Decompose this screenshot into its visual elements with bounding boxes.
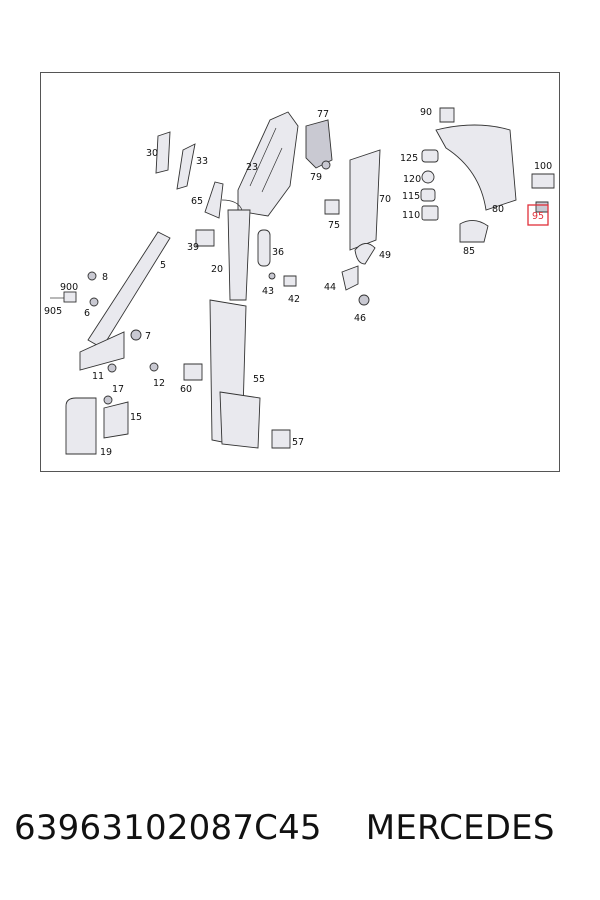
- part-100: [531, 173, 555, 189]
- part-115: [420, 188, 436, 202]
- callout-77: 77: [317, 109, 329, 120]
- part-90: [439, 107, 455, 123]
- callout-120: 120: [403, 174, 421, 185]
- part-55-panel: [219, 391, 261, 449]
- part-44: [341, 265, 359, 291]
- part-7: [130, 329, 142, 341]
- callout-900: 900: [60, 282, 78, 293]
- part-65-lead: [221, 199, 243, 211]
- callout-8: 8: [102, 272, 108, 283]
- part-39: [195, 229, 215, 247]
- part-number: 63963102087C45: [14, 808, 322, 848]
- part-79: [321, 160, 331, 170]
- callout-80: 80: [492, 204, 504, 215]
- part-110: [421, 205, 439, 221]
- callout-79: 79: [310, 172, 322, 183]
- part-23-inner: [249, 127, 283, 193]
- part-77: [305, 119, 333, 169]
- callout-20: 20: [211, 264, 223, 275]
- part-12: [149, 362, 159, 372]
- part-75: [324, 199, 340, 215]
- part-33: [176, 143, 196, 190]
- callout-57: 57: [292, 437, 304, 448]
- part-70: [349, 149, 381, 251]
- callout-70: 70: [379, 194, 391, 205]
- part-17: [103, 395, 113, 405]
- callout-100: 100: [534, 161, 552, 172]
- part-43: [268, 272, 276, 280]
- part-20: [227, 209, 251, 301]
- part-30: [155, 131, 171, 174]
- callout-60: 60: [180, 384, 192, 395]
- part-5: [87, 231, 171, 349]
- callout-6: 6: [84, 308, 90, 319]
- callout-5: 5: [160, 260, 166, 271]
- callout-15: 15: [130, 412, 142, 423]
- callout-46: 46: [354, 313, 366, 324]
- part-57: [271, 429, 291, 449]
- callout-23: 23: [246, 162, 258, 173]
- callout-905: 905: [44, 306, 62, 317]
- callout-90: 90: [420, 107, 432, 118]
- callout-95: 95: [532, 211, 544, 222]
- callout-65: 65: [191, 196, 203, 207]
- callout-115: 115: [402, 191, 420, 202]
- part-11: [107, 363, 117, 373]
- part-19: [65, 397, 97, 455]
- part-85: [459, 220, 489, 243]
- callout-36: 36: [272, 247, 284, 258]
- part-42: [283, 275, 297, 287]
- part-15: [103, 401, 129, 439]
- callout-39: 39: [187, 242, 199, 253]
- part-6: [89, 297, 99, 307]
- highlight-box-95: [527, 204, 549, 226]
- part-65: [204, 181, 224, 219]
- callout-42: 42: [288, 294, 300, 305]
- part-125: [421, 149, 439, 163]
- part-120: [421, 170, 435, 184]
- part-80: [435, 124, 517, 211]
- callout-7: 7: [145, 331, 151, 342]
- callout-125: 125: [400, 153, 418, 164]
- callout-75: 75: [328, 220, 340, 231]
- part-900: [63, 291, 77, 303]
- callout-44: 44: [324, 282, 336, 293]
- part-8: [87, 271, 97, 281]
- part-60: [183, 363, 203, 381]
- callout-30: 30: [146, 148, 158, 159]
- callout-110: 110: [402, 210, 420, 221]
- part-49: [354, 243, 376, 265]
- callout-43: 43: [262, 286, 274, 297]
- diagram-frame: [40, 72, 560, 472]
- callout-55: 55: [253, 374, 265, 385]
- callout-19: 19: [100, 447, 112, 458]
- callout-12: 12: [153, 378, 165, 389]
- part-36: [257, 229, 271, 267]
- callout-17: 17: [112, 384, 124, 395]
- brand-name: MERCEDES: [365, 808, 555, 848]
- part-number-caption: 63963102087C45 MERCEDES: [14, 808, 594, 848]
- callout-11: 11: [92, 371, 104, 382]
- part-46: [358, 294, 370, 306]
- callout-33: 33: [196, 156, 208, 167]
- callout-49: 49: [379, 250, 391, 261]
- callout-85: 85: [463, 246, 475, 257]
- part-footwell-bracket: [79, 331, 125, 371]
